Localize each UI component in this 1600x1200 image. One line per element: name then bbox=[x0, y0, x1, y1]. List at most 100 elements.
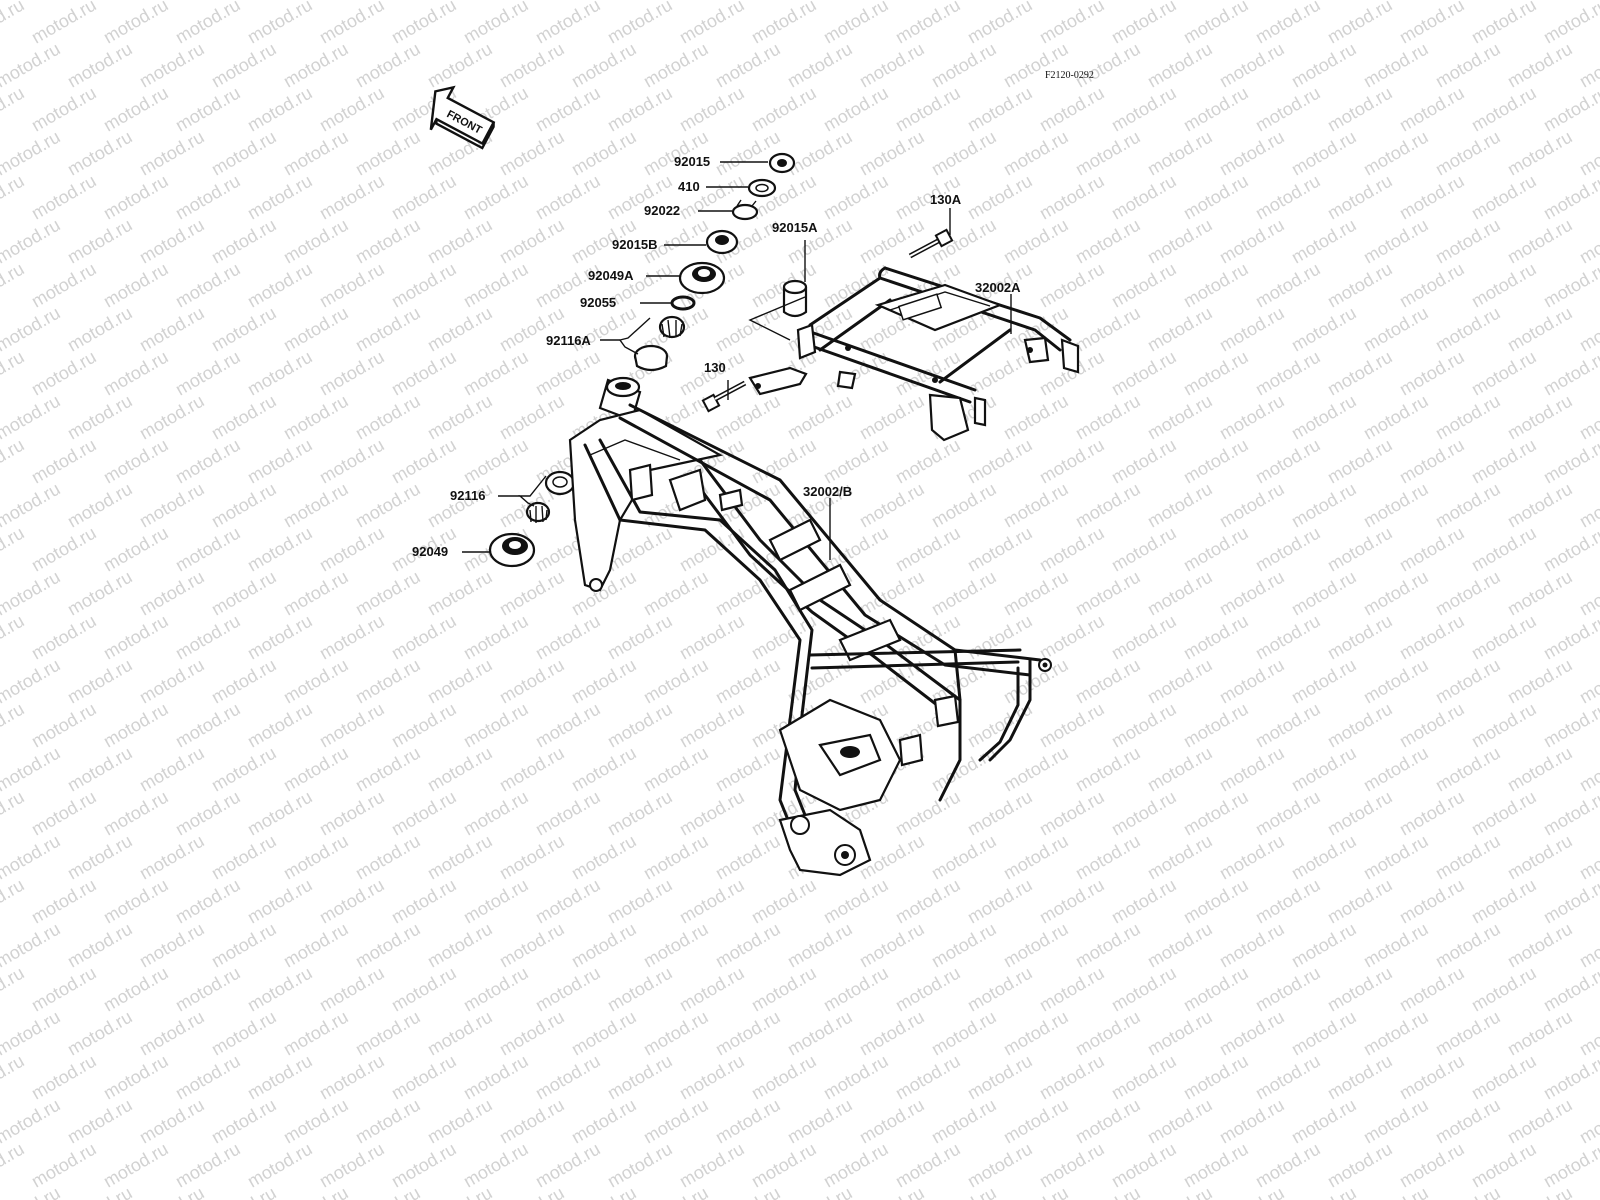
watermark-text: motod.ru bbox=[280, 127, 352, 180]
watermark-text: motod.ru bbox=[568, 1007, 640, 1060]
watermark-text: motod.ru bbox=[784, 39, 856, 92]
watermark-text: motod.ru bbox=[100, 611, 172, 664]
watermark-text: motod.ru bbox=[1396, 787, 1468, 840]
watermark-text: motod.ru bbox=[532, 699, 604, 752]
watermark-text: motod.ru bbox=[1432, 391, 1504, 444]
label-92022: 92022 bbox=[644, 203, 680, 218]
watermark-text: motod.ru bbox=[424, 479, 496, 532]
watermark-text: motod.ru bbox=[820, 171, 892, 224]
watermark-text: motod.ru bbox=[820, 875, 892, 928]
watermark-text: motod.ru bbox=[712, 1183, 784, 1200]
watermark-text: motod.ru bbox=[1504, 215, 1576, 268]
watermark-text: motod.ru bbox=[64, 831, 136, 884]
watermark-text: motod.ru bbox=[1576, 743, 1600, 796]
watermark-text: motod.ru bbox=[28, 435, 100, 488]
watermark-text: motod.ru bbox=[1468, 435, 1540, 488]
watermark-text: motod.ru bbox=[856, 479, 928, 532]
watermark-text: motod.ru bbox=[1540, 171, 1600, 224]
watermark-text: motod.ru bbox=[928, 567, 1000, 620]
watermark-text: motod.ru bbox=[352, 127, 424, 180]
watermark-text: motod.ru bbox=[748, 83, 820, 136]
watermark-text: motod.ru bbox=[280, 1183, 352, 1200]
watermark-text: motod.ru bbox=[604, 963, 676, 1016]
watermark-text: motod.ru bbox=[1144, 391, 1216, 444]
watermark-text: motod.ru bbox=[1036, 963, 1108, 1016]
label-32002A: 32002A bbox=[975, 280, 1021, 295]
watermark-text: motod.ru bbox=[100, 0, 172, 47]
watermark-text: motod.ru bbox=[1288, 127, 1360, 180]
label-92015A: 92015A bbox=[772, 220, 818, 235]
watermark-text: motod.ru bbox=[640, 1183, 712, 1200]
watermark-text: motod.ru bbox=[28, 83, 100, 136]
watermark-text: motod.ru bbox=[244, 259, 316, 312]
watermark-text: motod.ru bbox=[172, 875, 244, 928]
watermark-text: motod.ru bbox=[928, 127, 1000, 180]
watermark-text: motod.ru bbox=[0, 435, 28, 488]
watermark-text: motod.ru bbox=[892, 787, 964, 840]
watermark-text: motod.ru bbox=[388, 875, 460, 928]
watermark-text: motod.ru bbox=[1216, 919, 1288, 972]
watermark-text: motod.ru bbox=[0, 259, 28, 312]
watermark-text: motod.ru bbox=[1072, 215, 1144, 268]
watermark-text: motod.ru bbox=[352, 743, 424, 796]
watermark-text: motod.ru bbox=[820, 435, 892, 488]
watermark-text: motod.ru bbox=[1180, 1051, 1252, 1104]
watermark-text: motod.ru bbox=[820, 963, 892, 1016]
watermark-text: motod.ru bbox=[244, 875, 316, 928]
watermark-text: motod.ru bbox=[388, 171, 460, 224]
watermark-text: motod.ru bbox=[64, 1095, 136, 1148]
watermark-text: motod.ru bbox=[172, 171, 244, 224]
watermark-text: motod.ru bbox=[1432, 919, 1504, 972]
watermark-text: motod.ru bbox=[1576, 391, 1600, 444]
watermark-text: motod.ru bbox=[244, 963, 316, 1016]
watermark-text: motod.ru bbox=[1000, 479, 1072, 532]
watermark-text: motod.ru bbox=[1072, 127, 1144, 180]
watermark-text: motod.ru bbox=[280, 1095, 352, 1148]
watermark-text: motod.ru bbox=[1180, 171, 1252, 224]
watermark-text: motod.ru bbox=[532, 875, 604, 928]
watermark-text: motod.ru bbox=[1540, 1139, 1600, 1192]
watermark-text: motod.ru bbox=[1072, 391, 1144, 444]
watermark-text: motod.ru bbox=[964, 0, 1036, 47]
watermark-text: motod.ru bbox=[1036, 171, 1108, 224]
watermark-text: motod.ru bbox=[532, 963, 604, 1016]
watermark-text: motod.ru bbox=[532, 171, 604, 224]
watermark-text: motod.ru bbox=[532, 1051, 604, 1104]
watermark-text: motod.ru bbox=[136, 567, 208, 620]
watermark-text: motod.ru bbox=[172, 611, 244, 664]
watermark-text: motod.ru bbox=[496, 215, 568, 268]
watermark-text: motod.ru bbox=[388, 0, 460, 47]
watermark-text: motod.ru bbox=[1216, 391, 1288, 444]
watermark-text: motod.ru bbox=[1108, 875, 1180, 928]
watermark-text: motod.ru bbox=[316, 259, 388, 312]
watermark-text: motod.ru bbox=[0, 479, 64, 532]
label-92049A: 92049A bbox=[588, 268, 634, 283]
watermark-text: motod.ru bbox=[424, 831, 496, 884]
watermark-text: motod.ru bbox=[1144, 39, 1216, 92]
watermark-text: motod.ru bbox=[1036, 699, 1108, 752]
watermark-text: motod.ru bbox=[640, 831, 712, 884]
watermark-text: motod.ru bbox=[0, 127, 64, 180]
watermark-text: motod.ru bbox=[280, 215, 352, 268]
part-410-washer bbox=[747, 178, 777, 198]
watermark-text: motod.ru bbox=[1540, 611, 1600, 664]
watermark-text: motod.ru bbox=[0, 611, 28, 664]
part-92022-lockwasher bbox=[731, 199, 759, 221]
watermark-text: motod.ru bbox=[712, 391, 784, 444]
watermark-text: motod.ru bbox=[64, 215, 136, 268]
watermark-text: motod.ru bbox=[1108, 171, 1180, 224]
watermark-text: motod.ru bbox=[1324, 963, 1396, 1016]
watermark-text: motod.ru bbox=[892, 83, 964, 136]
watermark-text: motod.ru bbox=[64, 655, 136, 708]
watermark-text: motod.ru bbox=[1360, 39, 1432, 92]
watermark-text: motod.ru bbox=[1504, 127, 1576, 180]
watermark-text: motod.ru bbox=[28, 0, 100, 47]
watermark-text: motod.ru bbox=[316, 787, 388, 840]
watermark-text: motod.ru bbox=[460, 963, 532, 1016]
watermark-text: motod.ru bbox=[1252, 611, 1324, 664]
watermark-text: motod.ru bbox=[1504, 1007, 1576, 1060]
watermark-text: motod.ru bbox=[712, 919, 784, 972]
label-32002B: 32002/B bbox=[803, 484, 852, 499]
watermark-text: motod.ru bbox=[928, 1183, 1000, 1200]
watermark-text: motod.ru bbox=[1360, 919, 1432, 972]
